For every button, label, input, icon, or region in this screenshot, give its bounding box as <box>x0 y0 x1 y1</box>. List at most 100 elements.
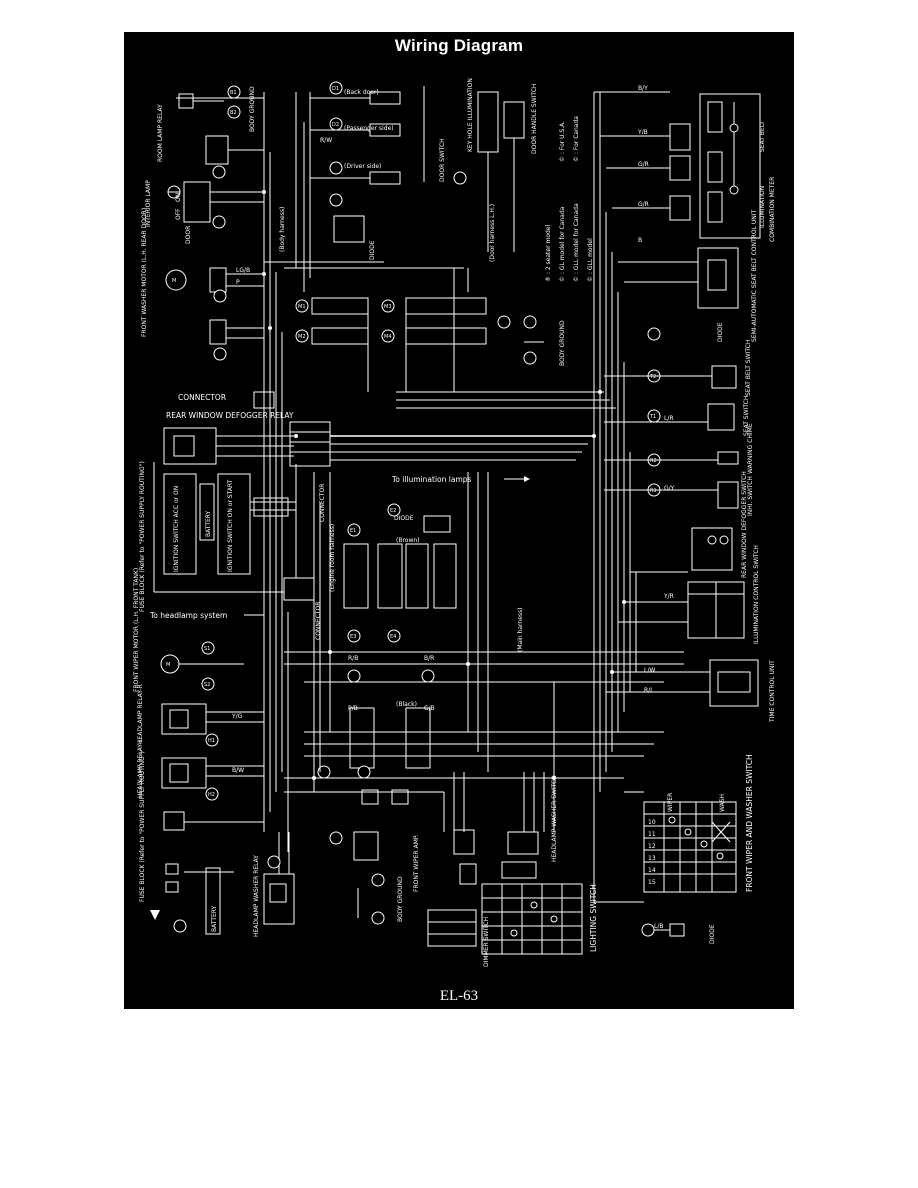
key-hole-illumination-label: KEY HOLE ILLUMINATION <box>467 78 474 152</box>
interior-lamp-group <box>167 85 264 229</box>
headlamp-washer-switch-box <box>507 831 539 855</box>
defogger-relay-group <box>163 391 294 465</box>
defogger-relay-box <box>163 427 217 465</box>
seat-belt-control-unit-label: SEMI-AUTOMATIC SEAT BELT CONTROL UNIT <box>751 210 758 342</box>
connector-number: R1 <box>650 488 657 494</box>
connector-mid-box <box>289 421 331 467</box>
body-ground-connector-top <box>178 93 194 109</box>
connector-number: D2 <box>332 122 339 128</box>
table-row-13: 13 <box>648 855 656 862</box>
wire-code: G/Y <box>664 485 675 492</box>
fuse-block-bottom-box <box>163 811 185 831</box>
front-wiper-amp-label: FRONT WIPER AMP. <box>413 834 420 892</box>
middle-connectors-group <box>289 297 544 467</box>
seat-belt-meter-label: SEAT BELT <box>759 121 766 152</box>
wire-code: Y/R <box>663 593 674 600</box>
connector-number: M1 <box>298 304 306 310</box>
front-wiper-washer-switch-label: FRONT WIPER AND WASHER SWITCH <box>745 754 754 892</box>
seat-belt-lamp-icon <box>729 123 739 133</box>
legend-item-5: © : For U.S.A. <box>559 121 566 162</box>
door-handle-switch-label: DOOR HANDLE SWITCH <box>531 84 538 154</box>
fuse-arrow-icon <box>150 910 160 920</box>
warning-chime-box <box>717 451 739 465</box>
lighting-switch-box <box>481 883 583 955</box>
passenger-side-label: (Passenger side) <box>344 125 394 132</box>
connector-m3 <box>405 297 487 315</box>
diode-top-label: DIODE <box>369 240 376 260</box>
headlamp-relay-l-group <box>161 757 264 801</box>
table-row-11: 11 <box>648 831 656 838</box>
seat-belt-switch-box <box>711 365 737 389</box>
back-door-label: (Back door) <box>344 89 379 96</box>
diode-right-label: DIODE <box>717 322 724 342</box>
connector-top-label: CONNECTOR <box>178 393 226 402</box>
connector-number: S1 <box>204 646 210 652</box>
fuse-block-top-label: FUSE BLOCK (Refer to "POWER SUPPLY ROUTI… <box>139 461 146 612</box>
wire-code: Y/G <box>231 713 243 720</box>
interior-lamp-switch <box>183 181 211 223</box>
connector-number: H1 <box>208 738 215 744</box>
front-washer-motor-label: FRONT WASHER MOTOR (L.H. REAR DOOR) <box>141 208 148 337</box>
body-ground-bottom-label: BODY GROUND <box>397 876 404 922</box>
lighting-switch-label: LIGHTING SWITCH <box>589 884 598 952</box>
dimmer-switch-box <box>427 909 477 947</box>
wire-code: G/R <box>638 201 649 208</box>
headlamp-relay-r-box <box>161 703 207 735</box>
battery-label: BATTERY <box>205 510 212 537</box>
wire-code: P/B <box>348 705 358 712</box>
connector-number: E3 <box>350 634 356 640</box>
wiring-diagram-sheet: Wiring Diagram INTERIOR LAMP ROOM LAMP R… <box>124 32 794 1009</box>
connector-number: H2 <box>208 792 215 798</box>
diode-bottom-group <box>641 923 685 937</box>
wire-code: B/W <box>232 767 244 774</box>
switch-on-label: ON <box>175 193 182 202</box>
headlamp-washer-relay-group <box>263 832 295 925</box>
connector-number: D1 <box>332 86 339 92</box>
connector-mid-label: CONNECTOR <box>319 484 326 522</box>
wire-code: L/B <box>654 923 663 930</box>
rear-defogger-switch-label: REAR WINDOW DEFOGGER SWITCH <box>741 471 748 578</box>
connector-number: E4 <box>390 634 396 640</box>
front-wiper-amp-box <box>353 831 379 861</box>
combination-meter-group <box>669 93 761 239</box>
room-lamp-relay-label: ROOM LAMP RELAY <box>157 104 164 162</box>
connector-number: T2 <box>649 374 656 380</box>
legend-item-1: ® : 2 seater model <box>545 225 552 282</box>
body-ground-bottom-group <box>357 873 385 925</box>
key-hole-illumination-box <box>477 91 499 153</box>
rear-defogger-switch-box <box>691 527 733 571</box>
illumination-lamp-icon <box>729 185 739 195</box>
wire-code: B <box>638 237 642 244</box>
black-harness-label: (Black) <box>396 701 417 708</box>
ignition-switch-acc-box <box>163 473 197 575</box>
front-wiper-motor-label: FRONT WIPER MOTOR (L.H. FRONT TANK) <box>133 568 140 692</box>
inhibitor-switch-box <box>717 481 739 509</box>
connector-number: M2 <box>298 334 306 340</box>
brown-harness-label: (Brown) <box>396 537 420 544</box>
wire-code: R/W <box>320 137 332 144</box>
ignition-switch-acc-label: IGNITION SWITCH ACC or ON <box>173 486 180 572</box>
front-wiper-amp-group <box>329 829 477 885</box>
connector-number: S2 <box>204 682 210 688</box>
front-wiper-motor-group: M <box>160 641 244 691</box>
right-switches-group <box>604 327 739 509</box>
door-switch-group <box>310 81 425 243</box>
battery-box <box>199 483 215 541</box>
lower-middle-group <box>283 464 457 805</box>
connector-m1 <box>311 297 369 315</box>
seat-switch-box <box>707 403 735 431</box>
table-row-12: 12 <box>648 843 656 850</box>
engine-room-harness-label: (Engine room harness) <box>329 524 336 592</box>
headlamp-relay-r-label: HEADLAMP RELAY-R <box>137 684 144 744</box>
bottom-fuse-group <box>150 811 264 935</box>
ignition-switch-start-label: IGNITION SWITCH ON or START <box>227 479 234 572</box>
fuse-block-bottom-label: FUSE BLOCK (Refer to "POWER SUPPLY ROUTI… <box>139 751 146 902</box>
page-title: Wiring Diagram <box>394 36 524 55</box>
seat-belt-control-unit-group <box>697 247 739 309</box>
dimmer-lighting-group <box>427 831 583 955</box>
wiring-diagram: INTERIOR LAMP ROOM LAMP RELAY BODY GROUN… <box>133 78 776 967</box>
combination-meter-box <box>699 93 761 239</box>
dimmer-switch-label: DIMMER SWITCH <box>483 917 490 967</box>
time-control-unit-box <box>709 659 759 707</box>
